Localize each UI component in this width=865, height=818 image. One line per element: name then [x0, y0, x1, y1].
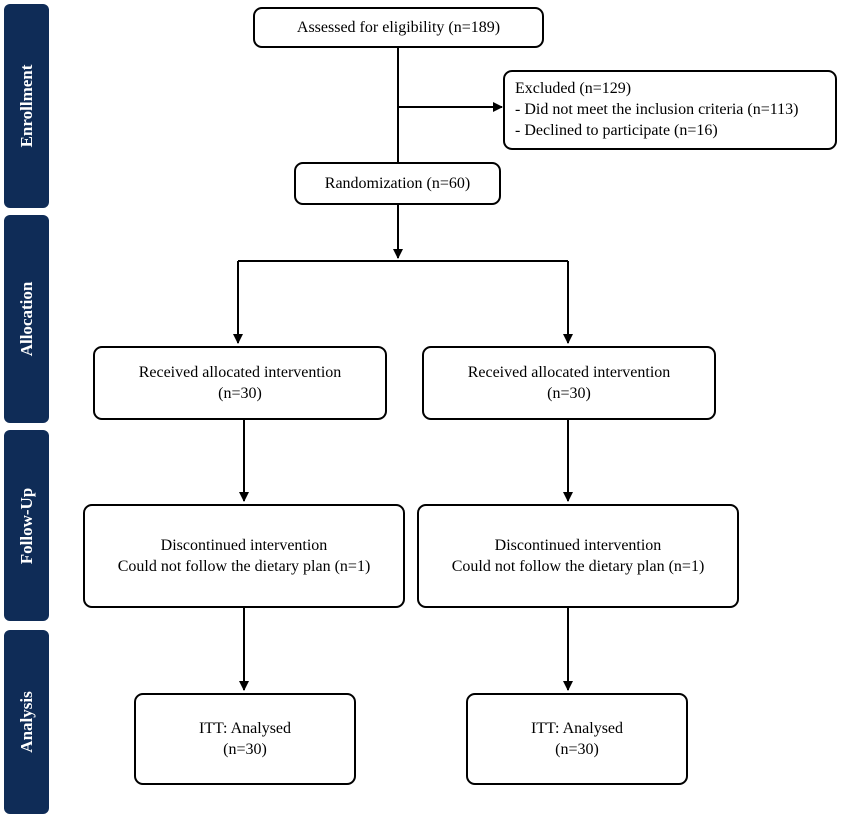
- allocation-count: (n=30): [547, 385, 591, 402]
- phase-analysis: Analysis: [4, 630, 49, 814]
- phase-allocation-label: Allocation: [16, 281, 36, 357]
- analysis-text: ITT: Analysed: [530, 720, 624, 737]
- analysis-box-right: ITT: Analysed (n=30): [466, 693, 688, 785]
- analysis-count: (n=30): [555, 741, 599, 758]
- followup-box-left: Discontinued intervention Could not foll…: [83, 504, 405, 608]
- allocation-box-right: Received allocated intervention (n=30): [422, 346, 716, 420]
- phase-follow-up-label: Follow-Up: [16, 487, 36, 564]
- followup-reason: Could not follow the dietary plan (n=1): [117, 558, 371, 575]
- assessed-text: Assessed for eligibility (n=189): [296, 19, 501, 36]
- analysis-box-left: ITT: Analysed (n=30): [134, 693, 356, 785]
- assessed-box: Assessed for eligibility (n=189): [253, 7, 544, 48]
- randomization-box: Randomization (n=60): [294, 162, 501, 205]
- phase-allocation: Allocation: [4, 215, 49, 423]
- followup-text: Discontinued intervention: [160, 537, 328, 554]
- excluded-box: Excluded (n=129) - Did not meet the incl…: [503, 70, 837, 150]
- excluded-item: - Did not meet the inclusion criteria (n…: [515, 101, 799, 118]
- phase-follow-up: Follow-Up: [4, 430, 49, 621]
- analysis-count: (n=30): [223, 741, 267, 758]
- phase-enrollment-label: Enrollment: [16, 64, 36, 148]
- analysis-text: ITT: Analysed: [198, 720, 292, 737]
- excluded-title: Excluded (n=129): [515, 80, 632, 97]
- phase-enrollment: Enrollment: [4, 4, 49, 208]
- excluded-item: - Declined to participate (n=16): [515, 122, 718, 139]
- allocation-count: (n=30): [218, 385, 262, 402]
- followup-box-right: Discontinued intervention Could not foll…: [417, 504, 739, 608]
- allocation-text: Received allocated intervention: [138, 364, 342, 381]
- followup-text: Discontinued intervention: [494, 537, 662, 554]
- followup-reason: Could not follow the dietary plan (n=1): [451, 558, 705, 575]
- phase-analysis-label: Analysis: [16, 691, 36, 753]
- allocation-box-left: Received allocated intervention (n=30): [93, 346, 387, 420]
- allocation-text: Received allocated intervention: [467, 364, 671, 381]
- randomization-text: Randomization (n=60): [324, 175, 471, 192]
